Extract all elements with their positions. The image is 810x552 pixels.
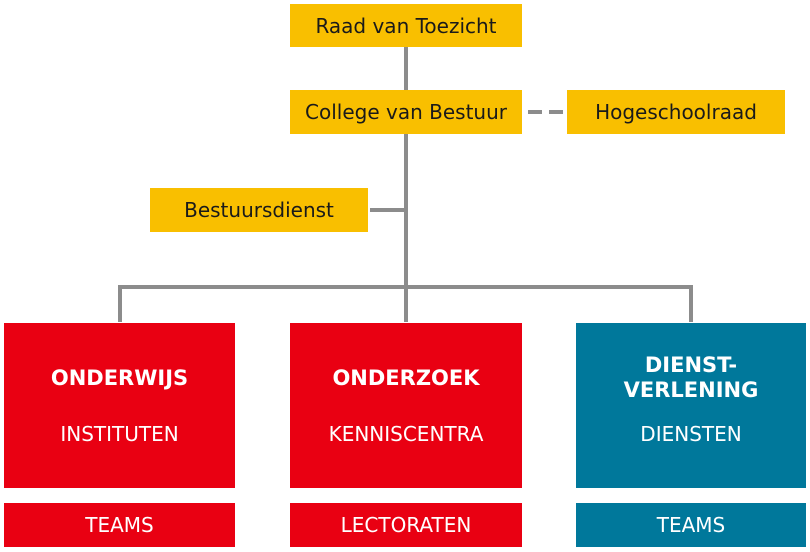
pillar-onderzoek-subtitle: KENNISCENTRA (328, 422, 484, 446)
footer-onderzoek-lectoraten: LECTORATEN (290, 503, 522, 547)
college-van-bestuur-label: College van Bestuur (305, 100, 507, 124)
pillar-onderzoek-title: ONDERZOEK (332, 365, 480, 390)
pillar-onderwijs: ONDERWIJS INSTITUTEN (4, 323, 235, 488)
pillar-onderwijs-title: ONDERWIJS (50, 365, 189, 390)
footer-onderwijs-teams: TEAMS (4, 503, 235, 547)
pillar-onderzoek: ONDERZOEK KENNISCENTRA (290, 323, 522, 488)
footer-dienstverlening-label: TEAMS (656, 513, 726, 537)
footer-onderzoek-label: LECTORATEN (340, 513, 472, 537)
bestuursdienst-box: Bestuursdienst (150, 188, 368, 232)
hogeschoolraad-label: Hogeschoolraad (595, 100, 757, 124)
pillar-dienstverlening-subtitle: DIENSTEN (640, 422, 742, 446)
hogeschoolraad-box: Hogeschoolraad (567, 90, 785, 134)
raad-van-toezicht-label: Raad van Toezicht (315, 13, 497, 38)
college-van-bestuur-box: College van Bestuur (290, 90, 522, 134)
bestuursdienst-label: Bestuursdienst (184, 198, 334, 222)
pillar-onderwijs-subtitle: INSTITUTEN (60, 422, 179, 446)
raad-van-toezicht-box: Raad van Toezicht (290, 4, 522, 47)
pillar-dienstverlening: DIENST- VERLENING DIENSTEN (576, 323, 806, 488)
footer-dienstverlening-teams: TEAMS (576, 503, 806, 547)
footer-onderwijs-label: TEAMS (85, 513, 154, 537)
pillar-dienstverlening-title: DIENST- VERLENING (623, 353, 759, 402)
